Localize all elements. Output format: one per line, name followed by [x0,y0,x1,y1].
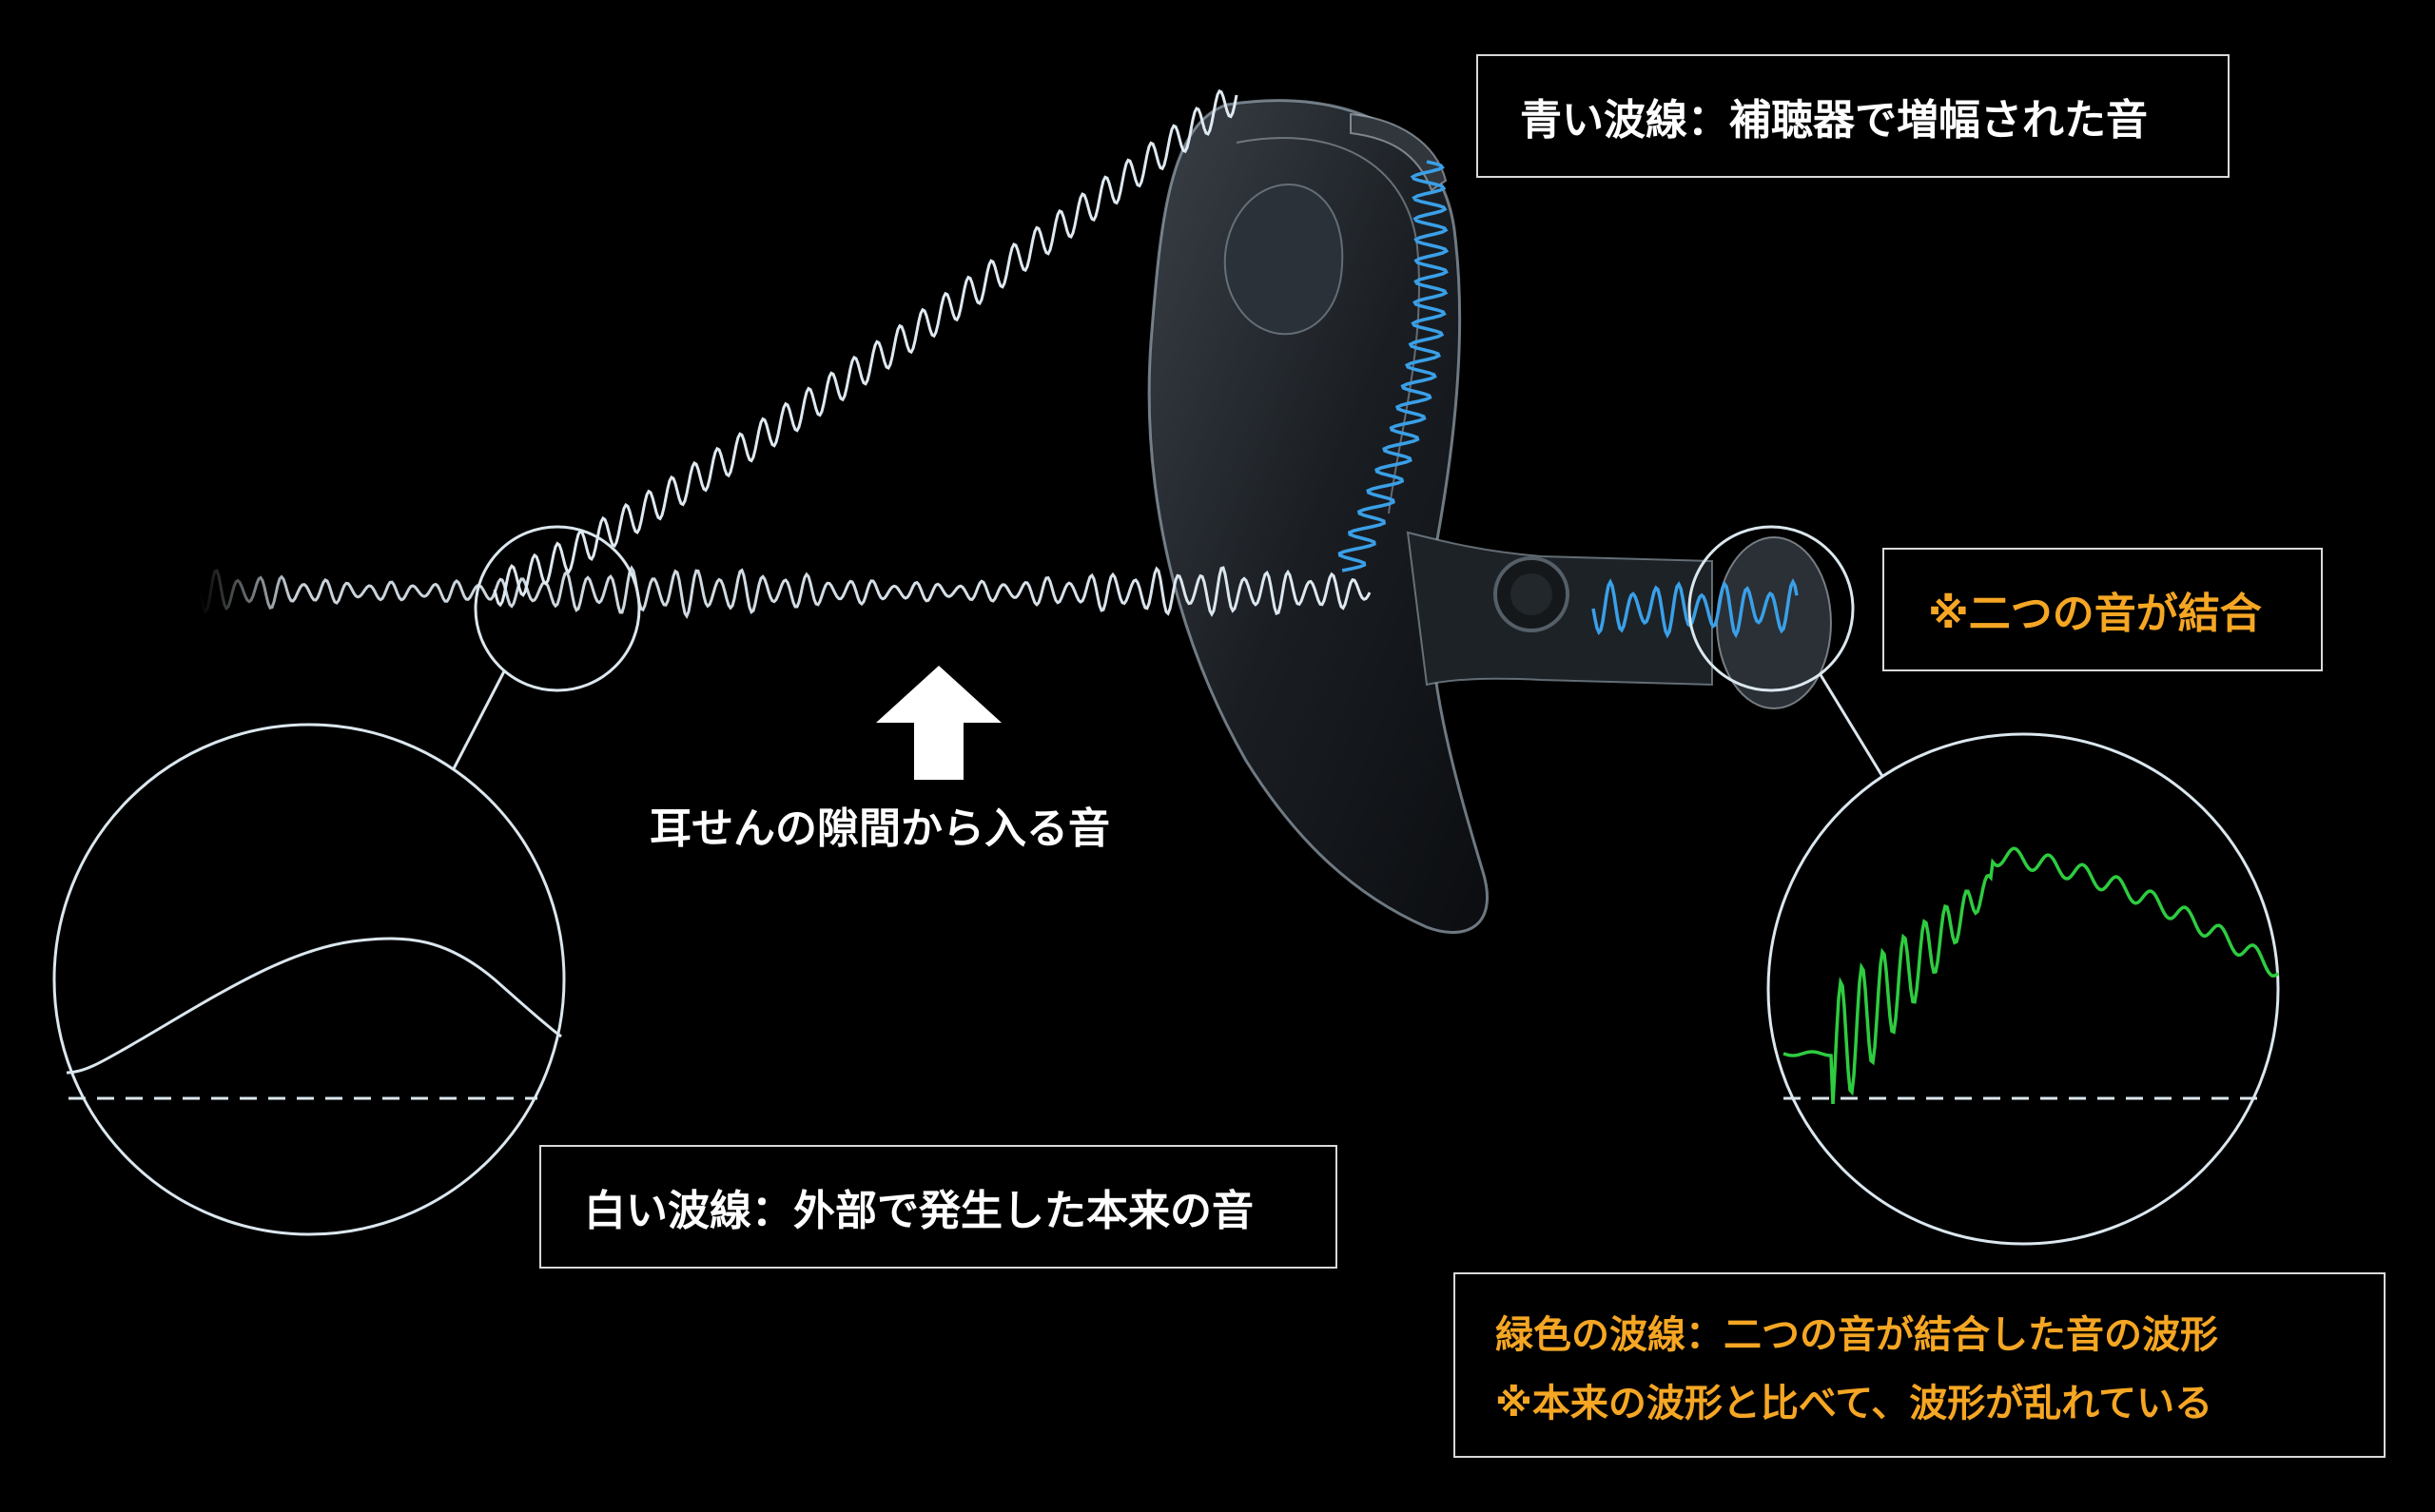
magnifier-small-left [474,525,641,692]
gap-sound-caption: 耳せんの隙間から入る音 [650,804,1110,853]
blue-wave-in-ear-canal [1591,578,1799,639]
label-blue-wave-text: 青い波線：補聴器で増幅された音 [1520,96,2148,145]
zoom-circle-original-waveform [52,723,566,1236]
up-arrow-icon [876,666,1002,780]
zoom-circle-combined-waveform [1766,732,2280,1246]
label-green-wave: 緑色の波線：二つの音が結合した音の波形 ※本来の波形と比べて、波形が乱れている [1453,1272,2386,1458]
magnifier-small-right [1687,525,1855,692]
label-blue-wave: 青い波線：補聴器で増幅された音 [1476,54,2230,178]
connector-line-left [447,670,506,779]
connector-line-right [1818,672,1885,779]
label-combined: ※二つの音が結合 [1882,548,2323,671]
white-wave-to-hearing-aid [493,88,1238,608]
label-white-wave-text: 白い波線：外部で発生した本来の音 [584,1187,1254,1235]
blue-wave-amplified-sound [1337,160,1450,572]
label-white-wave: 白い波線：外部で発生した本来の音 [539,1145,1337,1269]
white-wave-original-sound [198,565,1372,619]
green-wave-combined-sound [1782,846,2280,1104]
label-combined-text: ※二つの音が結合 [1928,590,2262,638]
label-green-wave-line1: 緑色の波線：二つの音が結合した音の波形 [1495,1312,2218,1357]
label-green-wave-line2: ※本来の波形と比べて、波形が乱れている [1495,1381,2213,1425]
ear-illustration [1147,99,1832,934]
